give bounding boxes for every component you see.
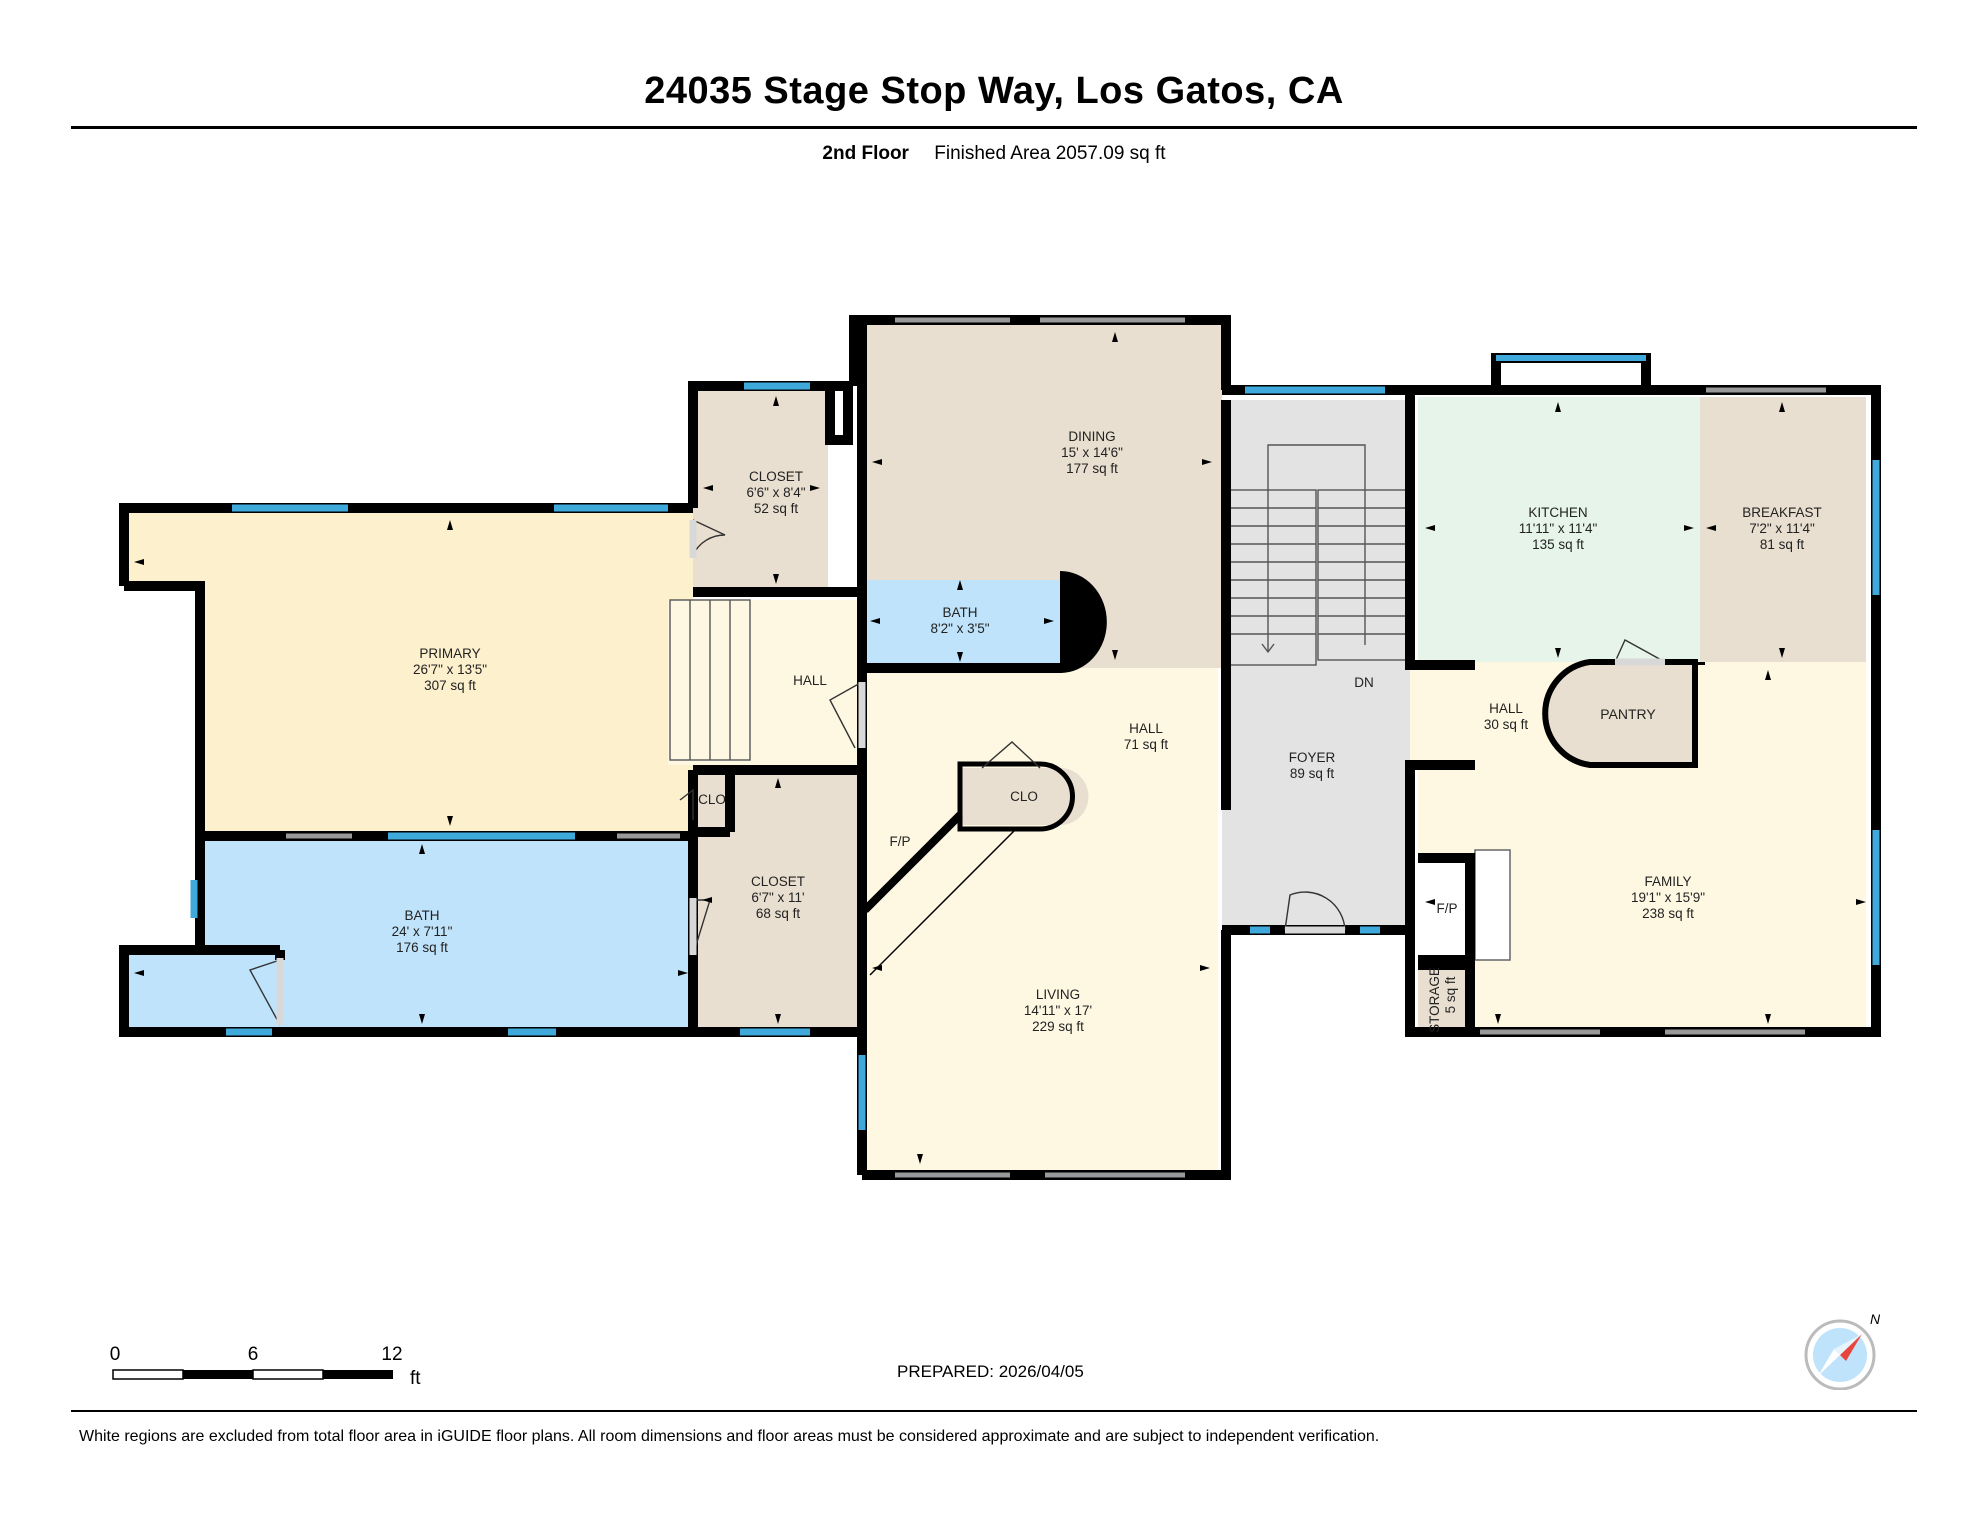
compass-icon: N [1804,1311,1880,1390]
storage-name: STORAGE [1427,967,1442,1033]
room-storage[interactable] [1418,968,1466,1027]
hall-right-area: 30 sq ft [1484,717,1529,732]
fp-right-name: F/P [1436,901,1457,916]
room-pantry[interactable] [1545,665,1695,765]
compass-north-label: N [1870,1311,1880,1327]
closet-bottom-dims: 6'7" x 11' [751,890,804,905]
bath-big-area: 176 sq ft [396,940,448,955]
wall-pantry [1542,659,1698,768]
room-closet-bottom[interactable] [693,770,860,1027]
fireplace-hearth [1474,849,1511,961]
family-dims: 19'1" x 15'9" [1631,890,1705,905]
foyer-area: 89 sq ft [1290,766,1335,781]
dining-area: 177 sq ft [1066,461,1118,476]
room-kitchen[interactable] [1418,397,1700,662]
closet-bottom-area: 68 sq ft [756,906,801,921]
primary-area: 307 sq ft [424,678,476,693]
title-divider [71,126,1917,129]
room-bath-small[interactable] [862,580,1102,664]
stairs-dn-label: DN [1354,675,1374,690]
room-fills [124,324,1866,1172]
storage-area: 5 sq ft [1443,976,1458,1013]
primary-dims: 26'7" x 13'5" [413,662,487,677]
room-bath-big[interactable] [124,836,693,1027]
living-name: LIVING [1036,987,1080,1002]
room-clo-round[interactable] [960,768,1089,825]
scale-tick-6: 6 [248,1344,259,1365]
room-primary[interactable] [124,512,693,832]
fireplace-left-lines [862,812,1016,976]
scale-unit: ft [410,1368,421,1389]
room-bath-annex[interactable] [124,950,280,1027]
foyer-name: FOYER [1289,750,1336,765]
hall-small-name: HALL [793,673,827,688]
wall-clo-arc [957,761,1075,832]
sliding-doors [286,317,1826,1178]
wall-bath-arc [1059,571,1107,673]
primary-name: PRIMARY [419,646,480,661]
clo-round-name: CLO [1010,789,1038,804]
bath-big-dims: 24' x 7'11" [392,924,453,939]
room-hall-main[interactable] [862,668,1218,765]
room-labels: PRIMARY 26'7" x 13'5" 307 sq ft CLOSET 6… [392,429,1822,1034]
prepared-date: PREPARED: 2026/04/05 [897,1362,1084,1381]
finished-area: Finished Area 2057.09 sq ft [934,143,1166,164]
dining-name: DINING [1068,429,1115,444]
room-clo-small[interactable] [693,770,730,830]
stairs-foyer [1225,444,1409,666]
bath-small-name: BATH [942,605,977,620]
fp-left-name: F/P [889,834,910,849]
floor-label: 2nd Floor [822,143,909,164]
hall-main-name: HALL [1129,721,1163,736]
clo-small-name: CLO [698,792,726,807]
room-hall-small[interactable] [668,600,862,765]
living-dims: 14'11" x 17' [1024,1003,1092,1018]
bath-big-name: BATH [404,908,439,923]
family-area: 238 sq ft [1642,906,1694,921]
scale-tick-0: 0 [110,1344,121,1365]
bath-small-dims: 8'2" x 3'5" [930,621,989,636]
room-closet-top[interactable] [693,390,828,590]
room-living[interactable] [862,765,1218,1172]
room-breakfast[interactable] [1700,397,1866,662]
hall-main-area: 71 sq ft [1124,737,1169,752]
breakfast-dims: 7'2" x 11'4" [1749,521,1815,536]
dining-dims: 15' x 14'6" [1061,445,1123,460]
family-name: FAMILY [1644,874,1691,889]
breakfast-area: 81 sq ft [1760,537,1805,552]
windows [190,355,1880,1130]
closet-top-area: 52 sq ft [754,501,799,516]
page-title: 24035 Stage Stop Way, Los Gatos, CA [644,70,1344,112]
scale-bar: 0 6 12 ft [110,1344,422,1389]
kitchen-area: 135 sq ft [1532,537,1584,552]
room-family[interactable] [1410,662,1866,1030]
kitchen-name: KITCHEN [1528,505,1587,520]
floor-subheader: 2nd Floor Finished Area 2057.09 sq ft [0,143,1988,165]
hall-right-name: HALL [1489,701,1523,716]
scale-tick-12: 12 [381,1344,402,1365]
breakfast-name: BREAKFAST [1742,505,1822,520]
room-fp-right[interactable] [1418,860,1470,958]
closet-bottom-name: CLOSET [751,874,805,889]
living-area: 229 sq ft [1032,1019,1084,1034]
kitchen-dims: 11'11" x 11'4" [1519,521,1598,536]
closet-top-name: CLOSET [749,469,803,484]
door-gaps [276,520,1665,1025]
disclaimer-text: White regions are excluded from total fl… [79,1428,1380,1445]
dimension-arrows [134,332,1866,1164]
footer-divider [71,1410,1917,1412]
stairs-hall [669,599,751,761]
closet-top-dims: 6'6" x 8'4" [746,485,805,500]
pantry-name: PANTRY [1600,706,1656,722]
